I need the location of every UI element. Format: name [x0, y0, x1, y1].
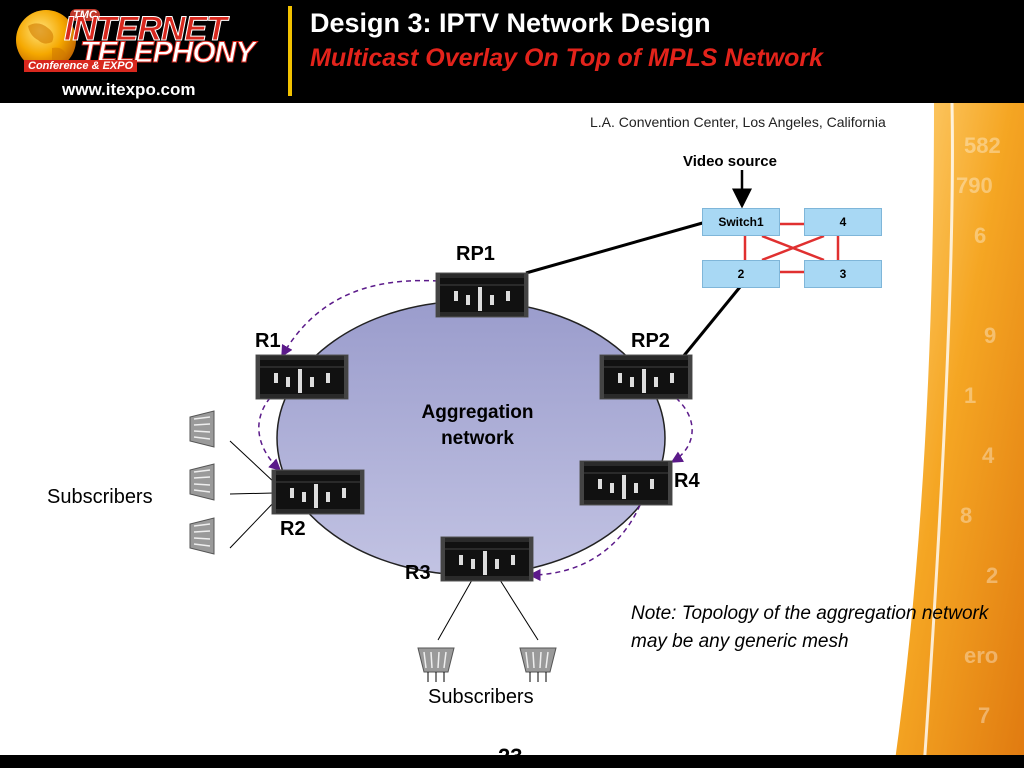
decorative-side-panel: 582 790 6 9 1 4 8 2 ero 7 — [894, 103, 1024, 768]
label-r4: R4 — [674, 470, 700, 492]
router-rp1 — [435, 272, 529, 318]
svg-text:7: 7 — [978, 703, 990, 728]
subscriber-device-bottom-1 — [417, 647, 455, 673]
switch-2-box: 2 — [702, 260, 780, 288]
svg-text:1: 1 — [964, 383, 976, 408]
label-r2: R2 — [280, 518, 306, 540]
svg-text:582: 582 — [964, 133, 1001, 158]
link-rp2-switch2 — [680, 286, 742, 359]
subscribers-left-label: Subscribers — [47, 486, 153, 508]
subscriber-device-bottom-2 — [519, 647, 557, 673]
video-source-label: Video source — [683, 153, 777, 170]
switch-4-box: 4 — [804, 208, 882, 236]
svg-text:ero: ero — [964, 643, 998, 668]
internet-telephony-logo: TMC INTERNET TELEPHONY Conference & EXPO… — [8, 6, 280, 99]
header-divider — [288, 6, 292, 96]
slide-footer-bar — [0, 755, 1024, 768]
router-r2 — [271, 469, 365, 515]
svg-text:4: 4 — [982, 443, 995, 468]
location-text: L.A. Convention Center, Los Angeles, Cal… — [590, 114, 886, 130]
network-diagram — [189, 170, 840, 682]
router-rp2 — [599, 354, 693, 400]
router-r3 — [440, 536, 534, 582]
label-rp2: RP2 — [631, 330, 670, 352]
switch-mesh-links — [743, 222, 840, 274]
svg-text:2: 2 — [986, 563, 998, 588]
page-number: 23 — [498, 744, 523, 769]
subscriber-device-left-1 — [189, 410, 215, 448]
subscriber-device-left-3 — [189, 517, 215, 555]
label-rp1: RP1 — [456, 243, 495, 265]
subscriber-links-r3 — [437, 579, 539, 641]
modem-pins-bottom — [427, 672, 547, 682]
router-r1 — [255, 354, 349, 400]
aggregation-network-label: Aggregation network — [405, 400, 550, 452]
switch-3-box: 3 — [804, 260, 882, 288]
svg-text:9: 9 — [984, 323, 996, 348]
logo-conference-text: Conference & EXPO — [24, 60, 138, 72]
aggregation-label-line2: network — [441, 428, 514, 449]
subscribers-bottom-label: Subscribers — [428, 686, 534, 708]
slide-subtitle: Multicast Overlay On Top of MPLS Network — [310, 44, 824, 72]
logo-internet-text: INTERNET — [64, 10, 228, 49]
globe-icon — [16, 10, 76, 70]
subscriber-links-r2 — [229, 440, 277, 549]
slide-title: Design 3: IPTV Network Design — [310, 8, 711, 38]
slide-header: TMC INTERNET TELEPHONY Conference & EXPO… — [0, 0, 1024, 103]
topology-note: Note: Topology of the aggregation networ… — [631, 603, 989, 652]
logo-url-text: www.itexpo.com — [62, 80, 196, 99]
svg-text:6: 6 — [974, 223, 986, 248]
svg-text:790: 790 — [956, 173, 993, 198]
label-r3: R3 — [405, 562, 431, 584]
svg-text:8: 8 — [960, 503, 972, 528]
label-r1: R1 — [255, 330, 281, 352]
aggregation-label-line1: Aggregation — [421, 402, 534, 423]
multicast-paths — [258, 279, 693, 581]
router-r4 — [579, 460, 673, 506]
subscriber-device-left-2 — [189, 463, 215, 501]
link-rp1-switch1 — [525, 220, 707, 275]
logo-tmc-text: TMC — [70, 9, 100, 21]
switch-1-box: Switch1 — [702, 208, 780, 236]
